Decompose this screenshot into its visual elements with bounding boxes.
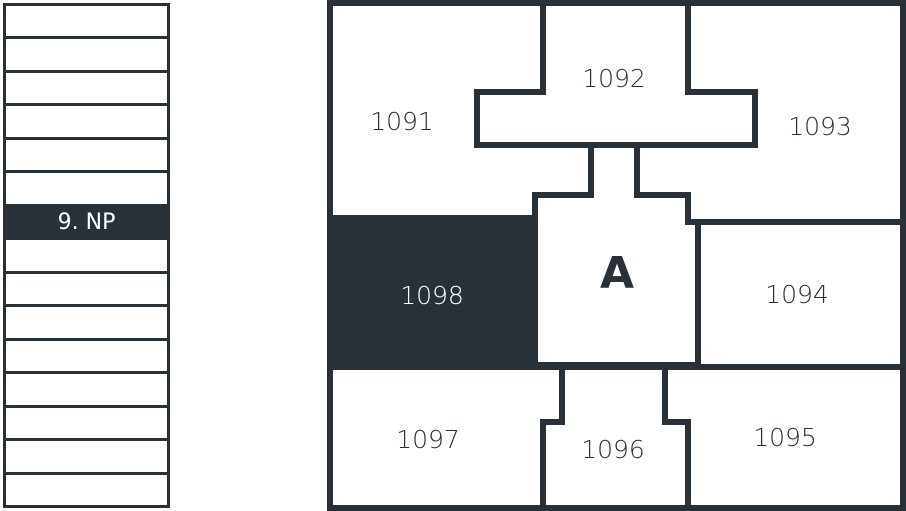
floor-label: 9. NP [57, 209, 116, 235]
floor-item[interactable] [6, 340, 167, 372]
floor-item[interactable] [6, 407, 167, 439]
floor-selector: 9. NP [3, 3, 170, 508]
floor-item[interactable] [6, 273, 167, 305]
floor-item[interactable] [6, 307, 167, 338]
room-1097[interactable] [327, 364, 565, 511]
floor-item[interactable] [6, 72, 167, 104]
floor-item[interactable] [6, 6, 167, 37]
floor-item[interactable] [6, 474, 167, 506]
floor-item[interactable] [6, 139, 167, 171]
room-1095[interactable] [662, 364, 906, 511]
floor-item[interactable] [6, 374, 167, 405]
room-1098[interactable] [327, 215, 538, 370]
floor-item[interactable] [6, 441, 167, 472]
room-1094[interactable] [695, 219, 906, 370]
floor-item[interactable] [6, 106, 167, 137]
floor-item[interactable] [6, 173, 167, 204]
floor-item[interactable] [6, 240, 167, 271]
floor-active[interactable]: 9. NP [6, 206, 167, 238]
floor-item[interactable] [6, 39, 167, 70]
